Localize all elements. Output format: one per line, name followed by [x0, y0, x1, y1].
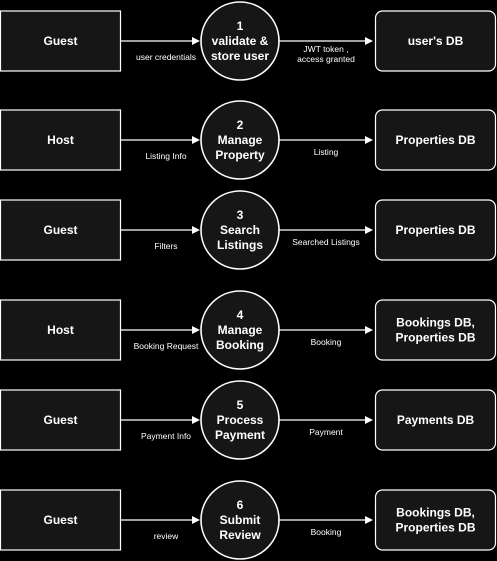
output-flow-arrow-head — [365, 226, 373, 234]
output-flow-label: access granted — [297, 54, 355, 64]
entity-label: Guest — [43, 413, 77, 427]
data-store[interactable] — [374, 389, 497, 451]
data-store-label: Bookings DB, — [396, 506, 475, 520]
data-store-label: Payments DB — [397, 413, 475, 427]
output-flow-label: Booking — [311, 337, 342, 347]
flow-row: Guest user credentials JWT token ,access g… — [0, 1, 497, 81]
data-store[interactable] — [374, 489, 497, 551]
process-label: 5 — [237, 398, 244, 412]
input-flow-arrow-head — [192, 326, 200, 334]
output-flow-arrow-head — [365, 516, 373, 524]
entity-label: Guest — [43, 34, 77, 48]
output-flow-label: Payment — [309, 427, 343, 437]
data-store-label: Properties DB — [395, 223, 475, 237]
process-label: Search — [220, 223, 260, 237]
process-label: Review — [219, 528, 261, 542]
data-store[interactable] — [374, 109, 497, 171]
external-entity[interactable] — [0, 489, 122, 551]
process-label: Submit — [220, 513, 261, 527]
external-entity[interactable] — [0, 299, 122, 361]
data-store-label: Properties DB — [395, 133, 475, 147]
process-label: 1 — [237, 19, 244, 33]
process-label: Listings — [217, 238, 263, 252]
entity-label: Host — [47, 133, 74, 147]
input-flow-arrow-head — [192, 516, 200, 524]
input-flow-label: user credentials — [136, 52, 196, 62]
data-store-label: Properties DB — [395, 521, 475, 535]
data-store[interactable] — [374, 299, 497, 361]
output-flow-label: Searched Listings — [292, 237, 360, 247]
output-flow-arrow-head — [365, 37, 373, 45]
process-label: store user — [211, 49, 269, 63]
external-entity[interactable] — [0, 10, 122, 72]
data-store-label: Properties DB — [395, 331, 475, 345]
external-entity[interactable] — [0, 199, 122, 261]
data-store-label: Bookings DB, — [396, 316, 475, 330]
flow-row: Guest review Booking — [0, 480, 497, 560]
process-label: 2 — [237, 118, 244, 132]
input-flow-label: Filters — [154, 241, 177, 251]
input-flow-label: Listing Info — [145, 151, 186, 161]
process-label: Payment — [215, 428, 265, 442]
entity-label: Host — [47, 323, 74, 337]
process-label: Process — [217, 413, 264, 427]
output-flow-arrow-head — [365, 326, 373, 334]
data-store[interactable] — [374, 10, 497, 72]
input-flow-label: Booking Request — [134, 341, 199, 351]
process-label: Manage — [218, 133, 263, 147]
output-flow-arrow-head — [365, 136, 373, 144]
output-flow-arrow-head — [365, 416, 373, 424]
data-store-label: user's DB — [408, 34, 464, 48]
entity-label: Guest — [43, 223, 77, 237]
input-flow-arrow-head — [192, 136, 200, 144]
output-flow-label: Listing — [314, 147, 339, 157]
output-flow-label: JWT token , — [303, 44, 348, 54]
input-flow-label: review — [154, 531, 179, 541]
process-label: Property — [215, 148, 265, 162]
process-label: Manage — [218, 323, 263, 337]
external-entity[interactable] — [0, 109, 122, 171]
input-flow-arrow-head — [192, 416, 200, 424]
process-label: 3 — [237, 208, 244, 222]
data-store[interactable] — [374, 199, 497, 261]
input-flow-arrow-head — [192, 226, 200, 234]
external-entity[interactable] — [0, 389, 122, 451]
process-label: 4 — [237, 308, 244, 322]
entity-label: Guest — [43, 513, 77, 527]
input-flow-label: Payment Info — [141, 431, 191, 441]
process-label: Booking — [216, 338, 264, 352]
output-flow-label: Booking — [311, 527, 342, 537]
process-label: 6 — [237, 498, 244, 512]
process-label: validate & — [212, 34, 269, 48]
input-flow-arrow-head — [192, 37, 200, 45]
